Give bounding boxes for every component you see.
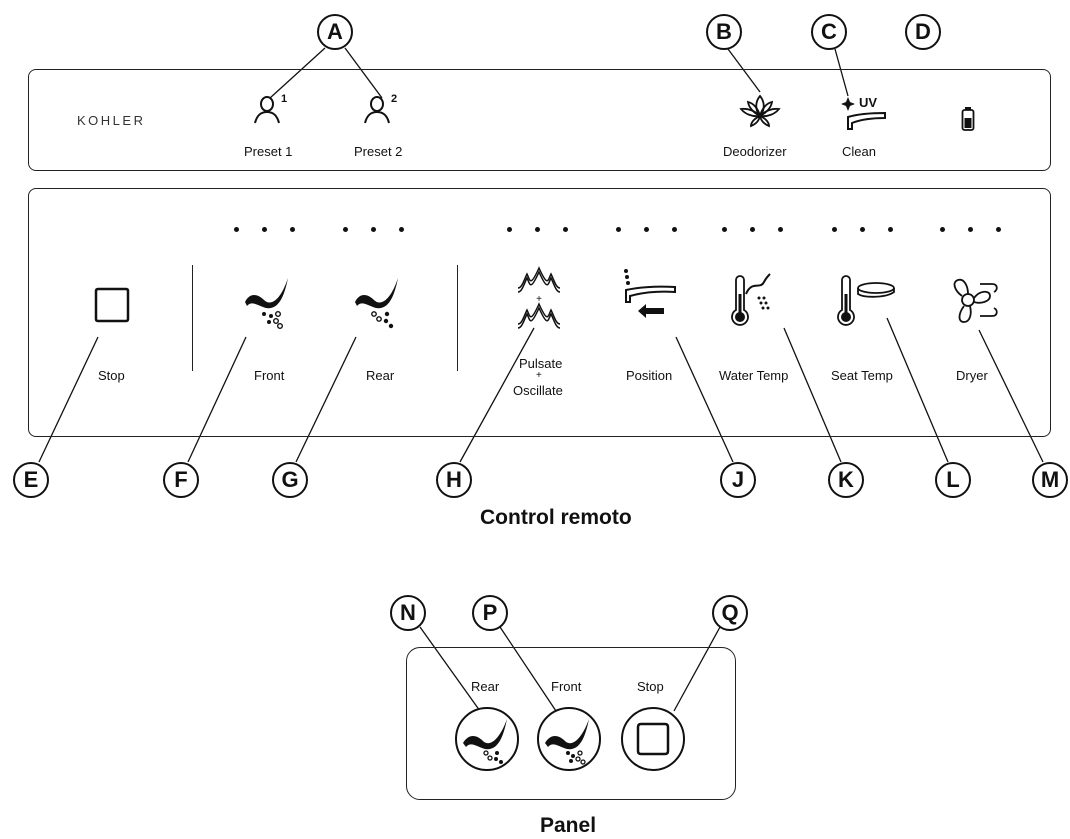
uv-text: UV	[859, 95, 877, 110]
callout-b: B	[706, 14, 742, 50]
remote-top-bar	[28, 69, 1051, 171]
rear-label: Rear	[366, 368, 395, 383]
stop-label: Stop	[98, 368, 125, 383]
callout-q: Q	[712, 595, 748, 631]
front-spray-wave-icon[interactable]	[242, 272, 294, 330]
panel-front-label: Front	[551, 679, 582, 694]
battery-icon	[961, 107, 975, 131]
callout-k: K	[828, 462, 864, 498]
preset2-superscript: 2	[391, 93, 397, 105]
preset1-label: Preset 1	[244, 144, 293, 159]
uv-wand-icon[interactable]: UV	[840, 93, 888, 133]
callout-c: C	[811, 14, 847, 50]
rounded-square-icon	[636, 722, 670, 756]
thermometer-water-icon[interactable]	[726, 272, 776, 330]
rounded-square-icon[interactable]	[92, 285, 132, 325]
front-spray-wave-icon	[545, 719, 589, 765]
panel-rear-button[interactable]	[455, 707, 519, 771]
seat-temp-label: Seat Temp	[831, 368, 893, 383]
water-temp-level-dots	[722, 227, 783, 232]
wand-position-arrow-icon[interactable]	[620, 268, 678, 322]
position-label: Position	[626, 368, 673, 383]
callout-m: M	[1032, 462, 1068, 498]
callout-d: D	[905, 14, 941, 50]
front-label: Front	[254, 368, 285, 383]
pulsate-oscillate-wave-icon[interactable]: +	[516, 264, 562, 332]
callout-g: G	[272, 462, 308, 498]
rear-spray-wave-icon[interactable]	[352, 272, 404, 330]
callout-f: F	[163, 462, 199, 498]
preset2-label: Preset 2	[354, 144, 403, 159]
svg-text:+: +	[536, 294, 542, 305]
person-preset-1-icon[interactable]: 1	[252, 91, 292, 125]
panel-stop-label: Stop	[637, 679, 664, 694]
water-temp-label: Water Temp	[719, 368, 789, 383]
callout-a: A	[317, 14, 353, 50]
panel-front-button[interactable]	[537, 707, 601, 771]
pulsate-label-line2: +	[536, 370, 542, 381]
kohler-logo: KOHLER	[77, 113, 146, 128]
callout-e: E	[13, 462, 49, 498]
person-preset-2-icon[interactable]: 2	[362, 91, 402, 125]
rear-spray-wave-icon	[463, 719, 507, 764]
seat-temp-level-dots	[832, 227, 893, 232]
thermometer-seat-icon[interactable]	[834, 272, 896, 330]
pulsate-level-dots	[507, 227, 568, 232]
fan-dryer-icon[interactable]	[946, 276, 1002, 330]
remote-button-panel	[28, 188, 1051, 437]
pulsate-label-line3: Oscillate	[513, 383, 563, 398]
preset1-superscript: 1	[281, 93, 287, 105]
rear-level-dots	[343, 227, 404, 232]
divider-left	[192, 265, 194, 371]
dryer-label: Dryer	[956, 368, 988, 383]
pulsate-label-line1: Pulsate	[519, 356, 563, 371]
callout-j: J	[720, 462, 756, 498]
front-level-dots	[234, 227, 295, 232]
panel-stop-button[interactable]	[621, 707, 685, 771]
lotus-flower-icon[interactable]	[738, 92, 782, 128]
divider-right	[457, 265, 459, 371]
position-level-dots	[616, 227, 677, 232]
wall-panel	[406, 647, 736, 800]
dryer-level-dots	[940, 227, 1001, 232]
callout-l: L	[935, 462, 971, 498]
panel-rear-label: Rear	[471, 679, 500, 694]
callout-n: N	[390, 595, 426, 631]
clean-label: Clean	[842, 144, 876, 159]
remote-caption: Control remoto	[480, 506, 632, 529]
panel-caption: Panel	[540, 814, 597, 837]
deodorizer-label: Deodorizer	[723, 144, 787, 159]
callout-h: H	[436, 462, 472, 498]
callout-p: P	[472, 595, 508, 631]
